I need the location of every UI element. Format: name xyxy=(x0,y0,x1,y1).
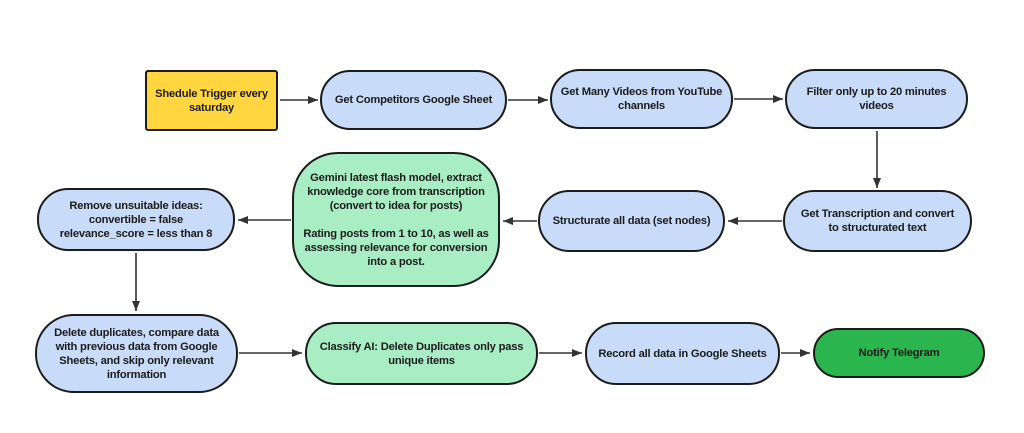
node-get-competitors-label: Get Competitors Google Sheet xyxy=(334,94,493,106)
node-classify-ai-label: Classify AI: Delete Duplicates only pass… xyxy=(319,340,524,367)
node-remove-unsuitable-label: Remove unsuitable ideas: convertible = f… xyxy=(59,199,213,240)
node-schedule-trigger[interactable]: Shedule Trigger every saturday xyxy=(145,70,278,131)
node-notify-telegram[interactable]: Notify Telegram xyxy=(813,328,985,378)
node-get-competitors[interactable]: Get Competitors Google Sheet xyxy=(320,70,507,130)
node-get-many-videos[interactable]: Get Many Videos from YouTube channels xyxy=(550,69,733,129)
node-notify-telegram-label: Notify Telegram xyxy=(858,347,940,359)
node-gemini-extract[interactable]: Gemini latest flash model, extract knowl… xyxy=(292,152,500,287)
node-delete-duplicates[interactable]: Delete duplicates, compare data with pre… xyxy=(35,314,238,393)
node-get-transcription-label: Get Transcription and convert to structu… xyxy=(800,208,955,234)
node-filter-videos[interactable]: Filter only up to 20 minutes videos xyxy=(785,69,968,129)
node-classify-ai[interactable]: Classify AI: Delete Duplicates only pass… xyxy=(305,322,538,385)
node-get-many-videos-label: Get Many Videos from YouTube channels xyxy=(560,86,723,112)
node-schedule-trigger-label: Shedule Trigger every saturday xyxy=(155,87,268,114)
node-remove-unsuitable[interactable]: Remove unsuitable ideas: convertible = f… xyxy=(37,188,235,251)
node-structurate-data[interactable]: Structurate all data (set nodes) xyxy=(538,190,725,252)
node-gemini-extract-label: Gemini latest flash model, extract knowl… xyxy=(303,171,489,268)
node-structurate-data-label: Structurate all data (set nodes) xyxy=(552,215,711,227)
node-record-data[interactable]: Record all data in Google Sheets xyxy=(585,322,780,385)
node-filter-videos-label: Filter only up to 20 minutes videos xyxy=(806,86,947,112)
node-record-data-label: Record all data in Google Sheets xyxy=(598,347,767,360)
node-delete-duplicates-label: Delete duplicates, compare data with pre… xyxy=(54,326,219,381)
node-get-transcription[interactable]: Get Transcription and convert to structu… xyxy=(783,190,972,252)
